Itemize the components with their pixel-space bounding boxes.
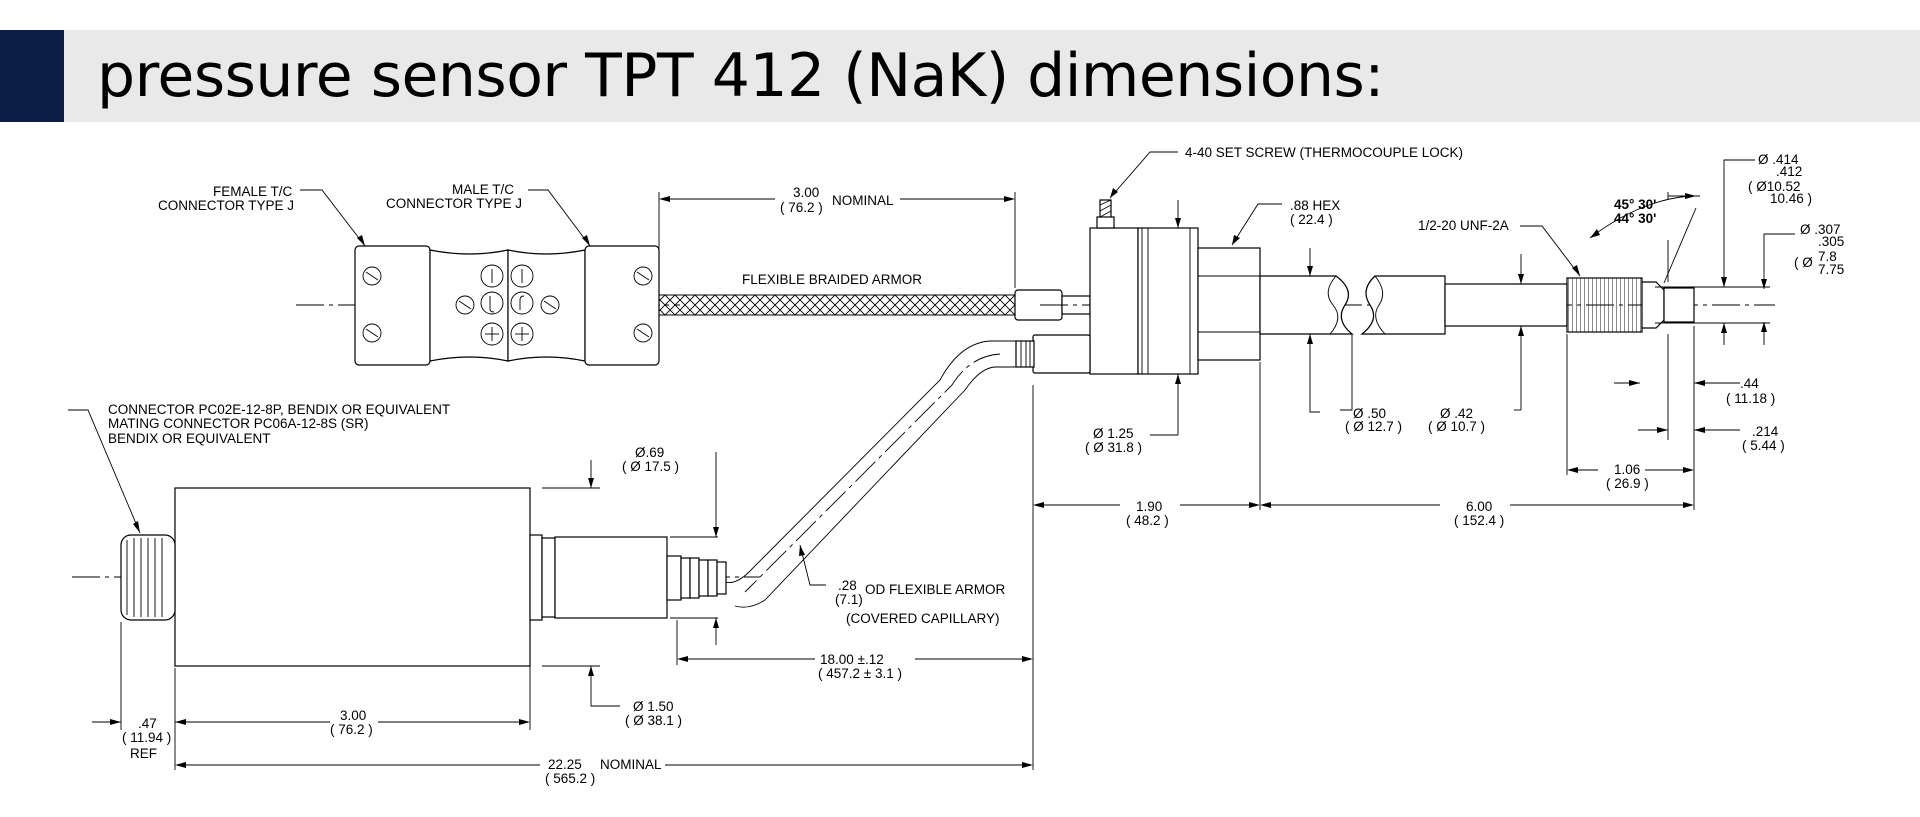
dim-d47-mm: ( 11.94 ) <box>122 730 171 745</box>
dim-d2225-mm: ( 565.2 ) <box>545 771 595 786</box>
female-connector-body <box>354 245 431 366</box>
thread-label: 1/2-20 UNF-2A <box>1418 218 1509 233</box>
dim-d300b-mm: ( 76.2 ) <box>330 722 373 737</box>
dim-d69-mm: ( Ø 17.5 ) <box>622 459 679 474</box>
dim-d1800: 18.00 ±.12 <box>820 652 884 667</box>
hex-nut <box>1197 247 1261 361</box>
dimension-lines <box>68 151 1795 770</box>
sensor-collar <box>1137 227 1199 375</box>
annotation-labels: 4-40 SET SCREW (THERMOCOUPLE LOCK) FEMAL… <box>108 145 1844 786</box>
dim-d1800-mm: ( 457.2 ± 3.1 ) <box>818 666 902 681</box>
transducer-neck <box>554 536 668 619</box>
connector-label-3: BENDIX OR EQUIVALENT <box>108 431 271 446</box>
dim-d1046: 10.46 ) <box>1770 191 1812 206</box>
hex-mm-label: ( 22.4 ) <box>1290 212 1333 227</box>
dim-d106-mm: ( 26.9 ) <box>1606 476 1649 491</box>
dim-d190-mm: ( 48.2 ) <box>1126 513 1169 528</box>
dim-d42-mm: ( Ø 10.7 ) <box>1428 419 1485 434</box>
dim-d106: 1.06 <box>1614 462 1640 477</box>
connector-label-1: CONNECTOR PC02E-12-8P, BENDIX OR EQUIVAL… <box>108 402 450 417</box>
thermocouple-connector-assembly <box>296 245 1091 366</box>
transducer-housing <box>174 487 531 667</box>
od-flexible-armor <box>724 340 1016 608</box>
dim-d600-mm: ( 152.4 ) <box>1454 513 1504 528</box>
dim-d50: Ø .50 <box>1353 406 1386 421</box>
dim-d69: Ø.69 <box>635 445 664 460</box>
od-armor-mm: (7.1) <box>835 592 863 607</box>
title-accent-bar <box>0 30 64 122</box>
title-band: pressure sensor TPT 412 (NaK) dimensions… <box>0 30 1920 122</box>
connector-label-2: MATING CONNECTOR PC06A-12-8S (SR) <box>108 416 369 431</box>
angle-label-1: 45° 30' <box>1614 197 1656 212</box>
dim-d44-mm: ( 11.18 ) <box>1726 391 1775 406</box>
dim-d125: Ø 1.25 <box>1093 426 1134 441</box>
dim-d47: .47 <box>138 716 157 731</box>
female-tc-label-2: CONNECTOR TYPE J <box>158 198 294 213</box>
unf-thread <box>1566 277 1643 333</box>
dim-d125-mm: ( Ø 31.8 ) <box>1085 440 1142 455</box>
dim-d78: 7.8 <box>1818 249 1837 264</box>
od-armor-label: OD FLEXIBLE ARMOR <box>865 582 1006 597</box>
dim-d78-prefix: ( Ø <box>1794 255 1813 270</box>
flexible-braided-armor <box>658 294 1016 316</box>
od-armor-value: .28 <box>838 578 857 593</box>
dim-d150: Ø 1.50 <box>633 699 674 714</box>
dim-300-top-nominal: NOMINAL <box>832 193 894 208</box>
dim-d150-mm: ( Ø 38.1 ) <box>625 713 682 728</box>
dim-d2225-nominal: NOMINAL <box>600 757 662 772</box>
dim-d214-mm: ( 5.44 ) <box>1742 438 1785 453</box>
dim-d305: .305 <box>1818 234 1844 249</box>
angle-label-2: 44° 30' <box>1614 211 1656 226</box>
page-title: pressure sensor TPT 412 (NaK) dimensions… <box>97 41 1384 111</box>
dim-d775: 7.75 <box>1818 262 1844 277</box>
capillary-label: (COVERED CAPILLARY) <box>846 611 1000 626</box>
female-tc-label-1: FEMALE T/C <box>213 184 293 199</box>
hex-label: .88 HEX <box>1290 198 1340 213</box>
sensing-tip <box>1663 287 1695 323</box>
set-screw-label: 4-40 SET SCREW (THERMOCOUPLE LOCK) <box>1185 145 1463 160</box>
sensor-body <box>1015 199 1775 375</box>
dim-d412: .412 <box>1776 164 1802 179</box>
probe-stem <box>1259 275 1354 335</box>
dim-d307: Ø .307 <box>1800 222 1841 237</box>
dim-d414: Ø .414 <box>1758 152 1799 167</box>
male-tc-label-2: CONNECTOR TYPE J <box>386 196 522 211</box>
dim-d1052: ( Ø10.52 <box>1748 179 1801 194</box>
male-tc-label-1: MALE T/C <box>452 182 514 197</box>
dim-d44: .44 <box>1740 376 1759 391</box>
dim-d300b: 3.00 <box>340 708 366 723</box>
braided-armor-label: FLEXIBLE BRAIDED ARMOR <box>742 272 922 287</box>
dim-d2225: 22.25 <box>548 757 582 772</box>
transducer-body <box>72 487 760 667</box>
dim-d214: .214 <box>1752 424 1779 439</box>
dim-d42: Ø .42 <box>1440 406 1473 421</box>
dim-300-top: 3.00 <box>793 185 819 200</box>
sensor-flange <box>1089 227 1139 375</box>
male-connector-body <box>584 245 660 366</box>
dim-300-top-mm: ( 76.2 ) <box>780 200 823 215</box>
ref-label: REF <box>130 746 157 761</box>
probe-tip-body <box>1444 283 1568 327</box>
dim-d50-mm: ( Ø 12.7 ) <box>1345 419 1402 434</box>
dim-d600: 6.00 <box>1466 499 1492 514</box>
dim-d190: 1.90 <box>1136 499 1162 514</box>
